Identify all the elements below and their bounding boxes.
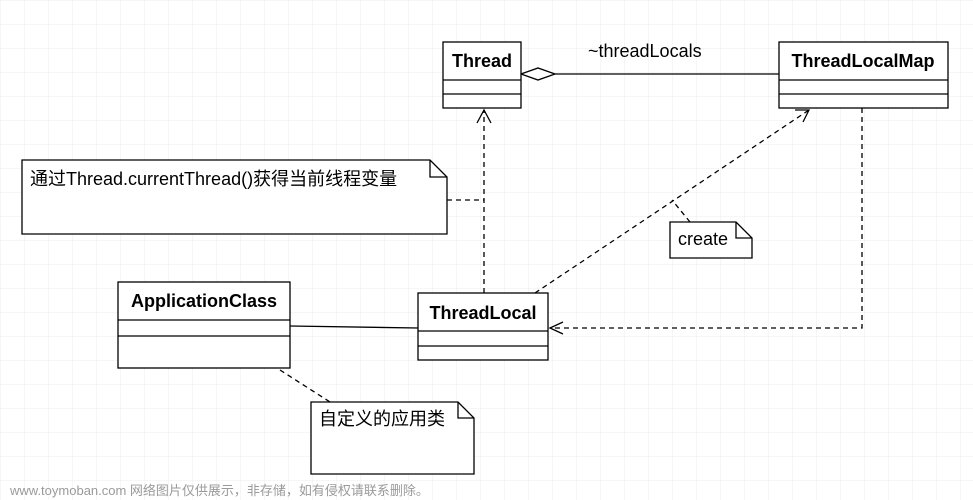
note-current-thread[interactable] <box>21 159 448 235</box>
class-threadlocalmap[interactable] <box>778 41 949 109</box>
note-app-class[interactable] <box>310 401 475 475</box>
aggregation-thread-threadlocalmap <box>519 67 779 81</box>
note-text-app-class: 自定义的应用类 <box>319 409 445 429</box>
class-applicationclass[interactable] <box>117 281 291 369</box>
class-name-threadlocalmap: ThreadLocalMap <box>791 51 934 71</box>
arrowhead-icon <box>795 109 811 123</box>
app-note-link <box>279 369 331 403</box>
create-note-link <box>671 199 691 223</box>
dependency-threadlocalmap-threadlocal <box>550 108 863 329</box>
class-thread[interactable] <box>442 41 522 109</box>
class-name-threadlocal: ThreadLocal <box>429 303 536 323</box>
class-name-thread: Thread <box>452 51 512 71</box>
watermark: www.toymoban.com 网络图片仅供展示，非存储，如有侵权请联系删除。 <box>9 483 429 498</box>
association-label: ~threadLocals <box>588 41 702 61</box>
dependency-threadlocal-threadlocalmap <box>534 109 810 294</box>
note-create[interactable] <box>669 221 753 259</box>
class-name-applicationclass: ApplicationClass <box>131 291 277 311</box>
class-threadlocal[interactable] <box>417 292 549 361</box>
arrowhead-icon <box>476 108 492 124</box>
note-text-create: create <box>678 229 728 249</box>
association-app-threadlocal <box>289 325 419 329</box>
note-text-current-thread: 通过Thread.currentThread()获得当前线程变量 <box>30 169 397 189</box>
arrowhead-icon <box>548 321 564 335</box>
